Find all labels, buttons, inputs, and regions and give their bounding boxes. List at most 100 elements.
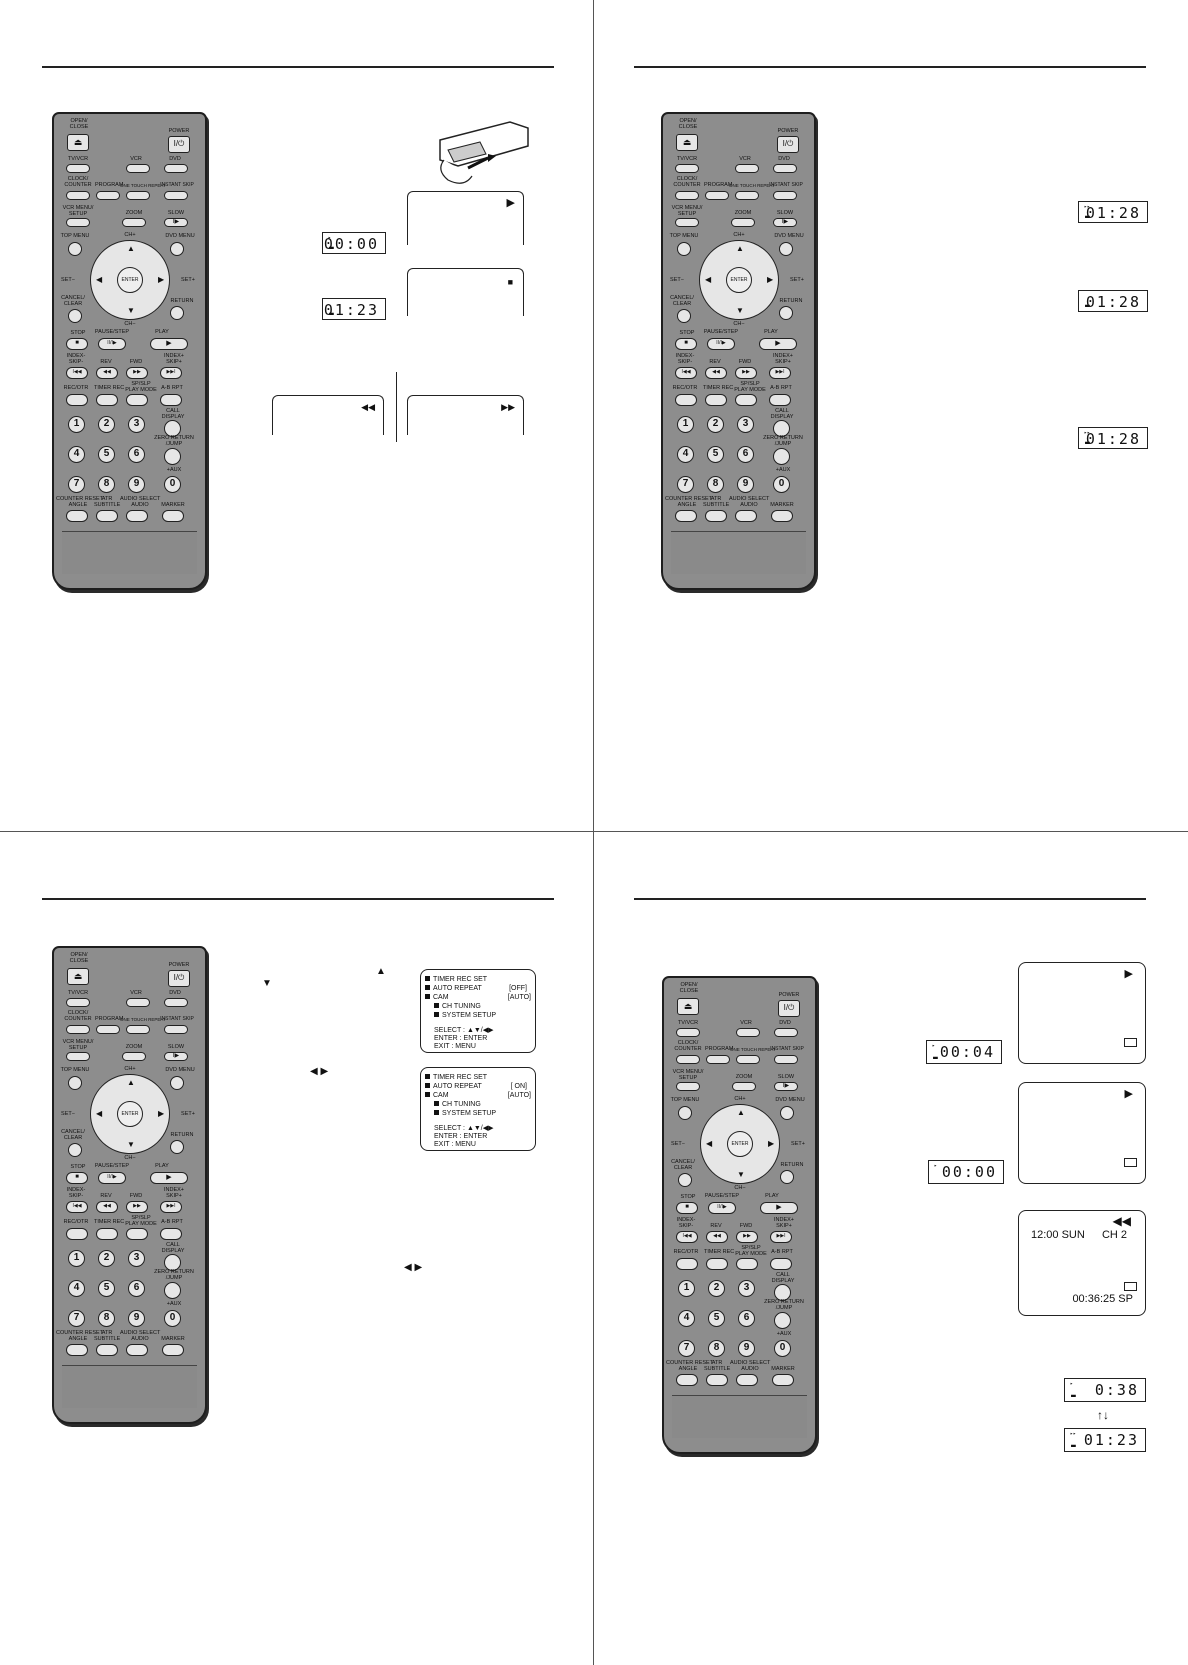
digit-0-button[interactable]: 0	[164, 1310, 181, 1327]
skip-forward-button[interactable]: ▶▶I	[160, 1201, 182, 1213]
program-button[interactable]	[96, 191, 120, 200]
power-button[interactable]: I/⏻	[168, 136, 190, 153]
skip-forward-button[interactable]: ▶▶I	[770, 1231, 792, 1243]
zoom-button[interactable]	[122, 218, 146, 227]
skip-back-button[interactable]: I◀◀	[675, 367, 697, 379]
digit-2-button[interactable]: 2	[708, 1280, 725, 1297]
sp-slp-button[interactable]	[126, 1228, 148, 1240]
digit-2-button[interactable]: 2	[98, 1250, 115, 1267]
return-button[interactable]	[170, 1140, 184, 1154]
left-arrow-icon[interactable]: ◀	[706, 1139, 713, 1148]
program-button[interactable]	[705, 191, 729, 200]
one-touch-repeat-button[interactable]	[126, 191, 150, 200]
enter-button[interactable]: ENTER	[726, 267, 752, 293]
vcr-menu-setup-button[interactable]	[676, 1082, 700, 1091]
ab-rpt-button[interactable]	[770, 1258, 792, 1270]
pause-step-button[interactable]: II/I▶	[98, 338, 126, 350]
digit-5-button[interactable]: 5	[98, 1280, 115, 1297]
down-arrow-icon[interactable]: ▼	[127, 1140, 135, 1149]
digit-5-button[interactable]: 5	[707, 446, 724, 463]
return-button[interactable]	[170, 306, 184, 320]
rev-button[interactable]: ◀◀	[96, 1201, 118, 1213]
one-touch-repeat-button[interactable]	[736, 1055, 760, 1064]
dvd-menu-button[interactable]	[170, 1076, 184, 1090]
marker-button[interactable]	[162, 510, 184, 522]
zoom-button[interactable]	[732, 1082, 756, 1091]
cancel-clear-button[interactable]	[678, 1173, 692, 1187]
audio-select-button[interactable]	[736, 1374, 758, 1386]
zero-return-button[interactable]	[774, 1312, 791, 1329]
digit-1-button[interactable]: 1	[678, 1280, 695, 1297]
instant-skip-button[interactable]	[774, 1055, 798, 1064]
digit-0-button[interactable]: 0	[773, 476, 790, 493]
return-button[interactable]	[780, 1170, 794, 1184]
counter-reset-button[interactable]	[676, 1374, 698, 1386]
atr-subtitle-button[interactable]	[96, 1344, 118, 1356]
left-arrow-icon[interactable]: ◀	[705, 275, 712, 284]
skip-back-button[interactable]: I◀◀	[66, 367, 88, 379]
down-arrow-icon[interactable]: ▼	[127, 306, 135, 315]
left-arrow-icon[interactable]: ◀	[96, 275, 103, 284]
rev-button[interactable]: ◀◀	[705, 367, 727, 379]
power-button[interactable]: I/⏻	[777, 136, 799, 153]
timer-rec-button[interactable]	[706, 1258, 728, 1270]
sp-slp-button[interactable]	[736, 1258, 758, 1270]
instant-skip-button[interactable]	[773, 191, 797, 200]
direction-pad[interactable]: ▲ ▼ ◀ ▶ ENTER	[90, 240, 170, 320]
cancel-clear-button[interactable]	[68, 1143, 82, 1157]
enter-button[interactable]: ENTER	[117, 1101, 143, 1127]
atr-subtitle-button[interactable]	[706, 1374, 728, 1386]
tv-vcr-button[interactable]	[676, 1028, 700, 1037]
digit-8-button[interactable]: 8	[98, 1310, 115, 1327]
digit-4-button[interactable]: 4	[678, 1310, 695, 1327]
up-arrow-icon[interactable]: ▲	[737, 1108, 745, 1117]
vcr-menu-setup-button[interactable]	[66, 1052, 90, 1061]
play-button[interactable]: ▶	[150, 338, 188, 350]
skip-forward-button[interactable]: ▶▶I	[160, 367, 182, 379]
skip-forward-button[interactable]: ▶▶I	[769, 367, 791, 379]
digit-5-button[interactable]: 5	[708, 1310, 725, 1327]
call-display-button[interactable]	[164, 1254, 181, 1271]
play-button[interactable]: ▶	[150, 1172, 188, 1184]
stop-button[interactable]: ■	[675, 338, 697, 350]
zoom-button[interactable]	[122, 1052, 146, 1061]
stop-button[interactable]: ■	[66, 1172, 88, 1184]
digit-9-button[interactable]: 9	[738, 1340, 755, 1357]
one-touch-repeat-button[interactable]	[126, 1025, 150, 1034]
enter-button[interactable]: ENTER	[727, 1131, 753, 1157]
return-button[interactable]	[779, 306, 793, 320]
rec-otr-button[interactable]	[676, 1258, 698, 1270]
audio-select-button[interactable]	[126, 510, 148, 522]
zero-return-button[interactable]	[773, 448, 790, 465]
atr-subtitle-button[interactable]	[96, 510, 118, 522]
rev-button[interactable]: ◀◀	[96, 367, 118, 379]
digit-9-button[interactable]: 9	[128, 1310, 145, 1327]
right-arrow-icon[interactable]: ▶	[767, 275, 774, 284]
digit-8-button[interactable]: 8	[98, 476, 115, 493]
vcr-button[interactable]	[126, 164, 150, 173]
clock-counter-button[interactable]	[66, 1025, 90, 1034]
digit-4-button[interactable]: 4	[677, 446, 694, 463]
fwd-button[interactable]: ▶▶	[736, 1231, 758, 1243]
digit-7-button[interactable]: 7	[68, 1310, 85, 1327]
pause-step-button[interactable]: II/I▶	[707, 338, 735, 350]
timer-rec-button[interactable]	[96, 1228, 118, 1240]
tv-vcr-button[interactable]	[675, 164, 699, 173]
direction-pad[interactable]: ▲ ▼ ◀ ▶ ENTER	[699, 240, 779, 320]
digit-9-button[interactable]: 9	[128, 476, 145, 493]
counter-reset-button[interactable]	[66, 1344, 88, 1356]
open-close-button[interactable]: ⏏	[676, 134, 698, 151]
dvd-button[interactable]	[164, 998, 188, 1007]
open-close-button[interactable]: ⏏	[67, 968, 89, 985]
top-menu-button[interactable]	[68, 1076, 82, 1090]
play-button[interactable]: ▶	[759, 338, 797, 350]
top-menu-button[interactable]	[677, 242, 691, 256]
vcr-button[interactable]	[126, 998, 150, 1007]
dvd-button[interactable]	[773, 164, 797, 173]
rev-button[interactable]: ◀◀	[706, 1231, 728, 1243]
up-arrow-icon[interactable]: ▲	[127, 244, 135, 253]
program-button[interactable]	[96, 1025, 120, 1034]
ab-rpt-button[interactable]	[160, 1228, 182, 1240]
digit-6-button[interactable]: 6	[737, 446, 754, 463]
ab-rpt-button[interactable]	[769, 394, 791, 406]
